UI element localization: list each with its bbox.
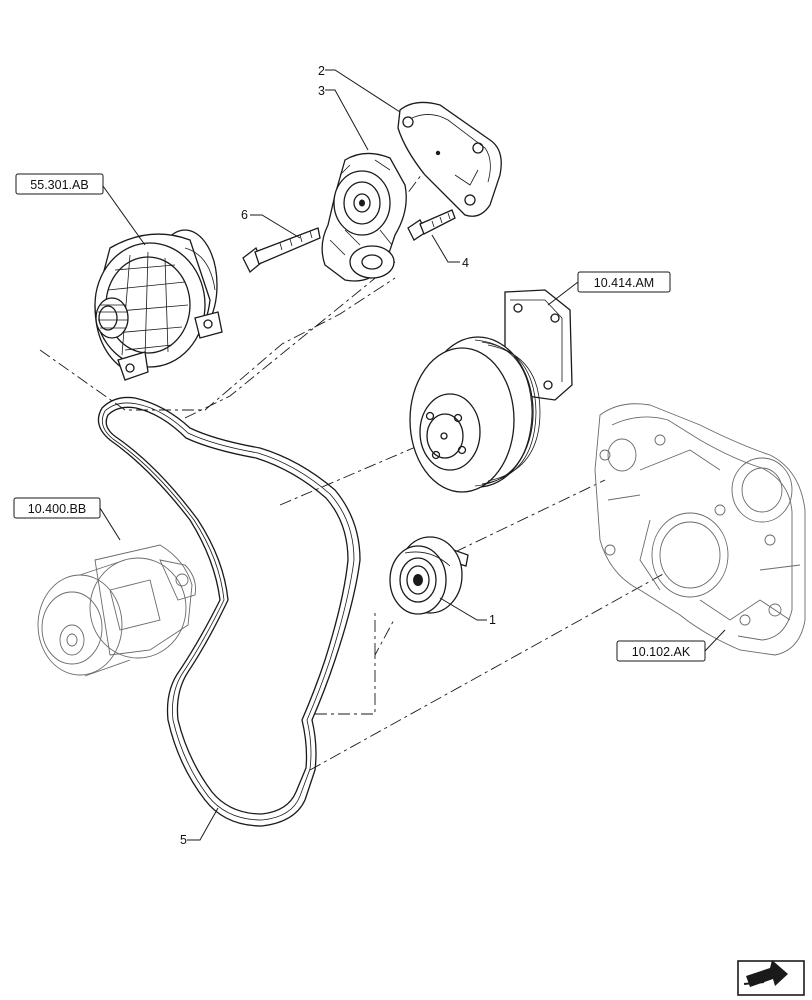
- bracket-screw-drawing: [407, 209, 456, 241]
- drive-belt-drawing: [97, 396, 361, 827]
- leader-lines: [99, 69, 726, 841]
- item-number-2: 2: [318, 64, 325, 78]
- item-number-5: 5: [180, 833, 187, 847]
- item-numbers: 2 3 6 4 1 5: [180, 64, 496, 847]
- callout-10-414-am[interactable]: 10.414.AM: [577, 271, 671, 293]
- alternator-drawing: [94, 229, 223, 381]
- next-page-arrow-icon[interactable]: [737, 960, 805, 996]
- item-number-6: 6: [241, 208, 248, 222]
- tensioner-bracket-drawing: [397, 101, 502, 217]
- fan-hub-drawing: [409, 289, 573, 493]
- tensioner-bolt-drawing: [242, 227, 321, 274]
- callout-label: 10.102.AK: [632, 645, 691, 659]
- belt-tensioner-drawing: [321, 152, 407, 282]
- callout-55-301-ab[interactable]: 55.301.AB: [15, 173, 104, 195]
- callout-label: 55.301.AB: [30, 178, 88, 192]
- callout-label: 10.400.BB: [28, 502, 86, 516]
- callout-10-400-bb[interactable]: 10.400.BB: [13, 497, 101, 519]
- idler-pulley-drawing: [389, 536, 469, 615]
- item-number-3: 3: [318, 84, 325, 98]
- item-number-4: 4: [462, 256, 469, 270]
- water-pump-drawing: [37, 544, 196, 677]
- front-cover-drawing: [594, 403, 806, 656]
- callout-label: 10.414.AM: [594, 276, 654, 290]
- callout-10-102-ak[interactable]: 10.102.AK: [616, 640, 706, 662]
- item-number-1: 1: [489, 613, 496, 627]
